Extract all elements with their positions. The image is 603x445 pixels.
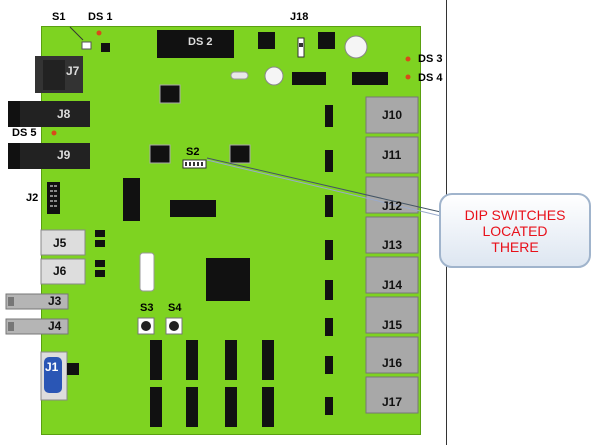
j15-connector <box>365 296 419 334</box>
label-j15: J15 <box>382 318 403 332</box>
buzzer-top <box>344 35 368 59</box>
label-j2: J2 <box>26 192 39 204</box>
j5-connector <box>40 229 86 256</box>
board-label-sticker <box>139 252 155 292</box>
label-ds5: DS 5 <box>12 127 37 139</box>
ds3-header <box>292 72 326 85</box>
label-j16: J16 <box>382 356 403 370</box>
qfp-chip-1 <box>159 84 181 104</box>
oval-component <box>230 71 249 80</box>
label-j18: J18 <box>290 11 309 23</box>
label-j3: J3 <box>48 294 62 308</box>
ds1-led <box>101 43 110 52</box>
ic-horizontal <box>170 200 216 217</box>
j16-connector <box>365 336 419 374</box>
chip-top-2 <box>318 32 335 49</box>
s1-component <box>81 41 92 50</box>
label-ds2: DS 2 <box>188 36 213 48</box>
ds3-dot <box>405 56 411 62</box>
callout-line-2: LOCATED <box>482 223 548 239</box>
label-j13: J13 <box>382 238 403 252</box>
j17-connector <box>365 376 419 414</box>
j4-connector <box>5 318 69 335</box>
label-j14: J14 <box>382 278 403 292</box>
ds2-chip <box>157 30 234 58</box>
j12-connector <box>365 176 419 214</box>
j14-connector <box>365 256 419 294</box>
label-j7: J7 <box>66 64 80 78</box>
label-s2: S2 <box>186 146 200 158</box>
label-ds4: DS 4 <box>418 72 443 84</box>
label-s4: S4 <box>168 302 182 314</box>
ds1-dot <box>96 30 102 36</box>
label-ds1: DS 1 <box>88 11 113 23</box>
callout-box <box>439 193 591 268</box>
callout-text: DIP SWITCHES LOCATED THERE <box>440 207 590 255</box>
chip-top-1 <box>258 32 275 49</box>
label-j11: J11 <box>382 148 402 162</box>
label-j17: J17 <box>382 395 403 409</box>
label-j1: J1 <box>45 360 59 374</box>
label-j12: J12 <box>382 199 403 213</box>
j18-jumper <box>297 37 305 58</box>
j11-connector <box>365 136 419 174</box>
j8-connector <box>8 101 90 127</box>
qfp-chip-3 <box>229 144 251 164</box>
label-ds3: DS 3 <box>418 53 443 65</box>
ds4-header <box>352 72 388 85</box>
ds4-dot <box>405 74 411 80</box>
label-j8: J8 <box>57 107 71 121</box>
j6-connector <box>40 258 86 285</box>
ic-vertical <box>123 178 140 221</box>
ds5-dot <box>51 130 57 136</box>
label-j9: J9 <box>57 148 71 162</box>
label-j6: J6 <box>53 264 67 278</box>
main-processor <box>206 258 250 301</box>
label-j4: J4 <box>48 319 62 333</box>
buzzer-mid <box>264 66 284 86</box>
label-j10: J10 <box>382 108 403 122</box>
qfp-chip-2 <box>149 144 171 164</box>
callout-line-3: THERE <box>491 239 539 255</box>
j9-connector <box>8 143 90 169</box>
j3-connector <box>5 293 69 310</box>
j13-connector <box>365 216 419 254</box>
label-s3: S3 <box>140 302 154 314</box>
callout-line-1: DIP SWITCHES <box>464 207 566 223</box>
label-s1: S1 <box>52 11 66 23</box>
label-j5: J5 <box>53 236 67 250</box>
callout-pointer-line <box>206 157 446 214</box>
j2-header <box>47 182 60 214</box>
j10-connector <box>365 96 419 134</box>
